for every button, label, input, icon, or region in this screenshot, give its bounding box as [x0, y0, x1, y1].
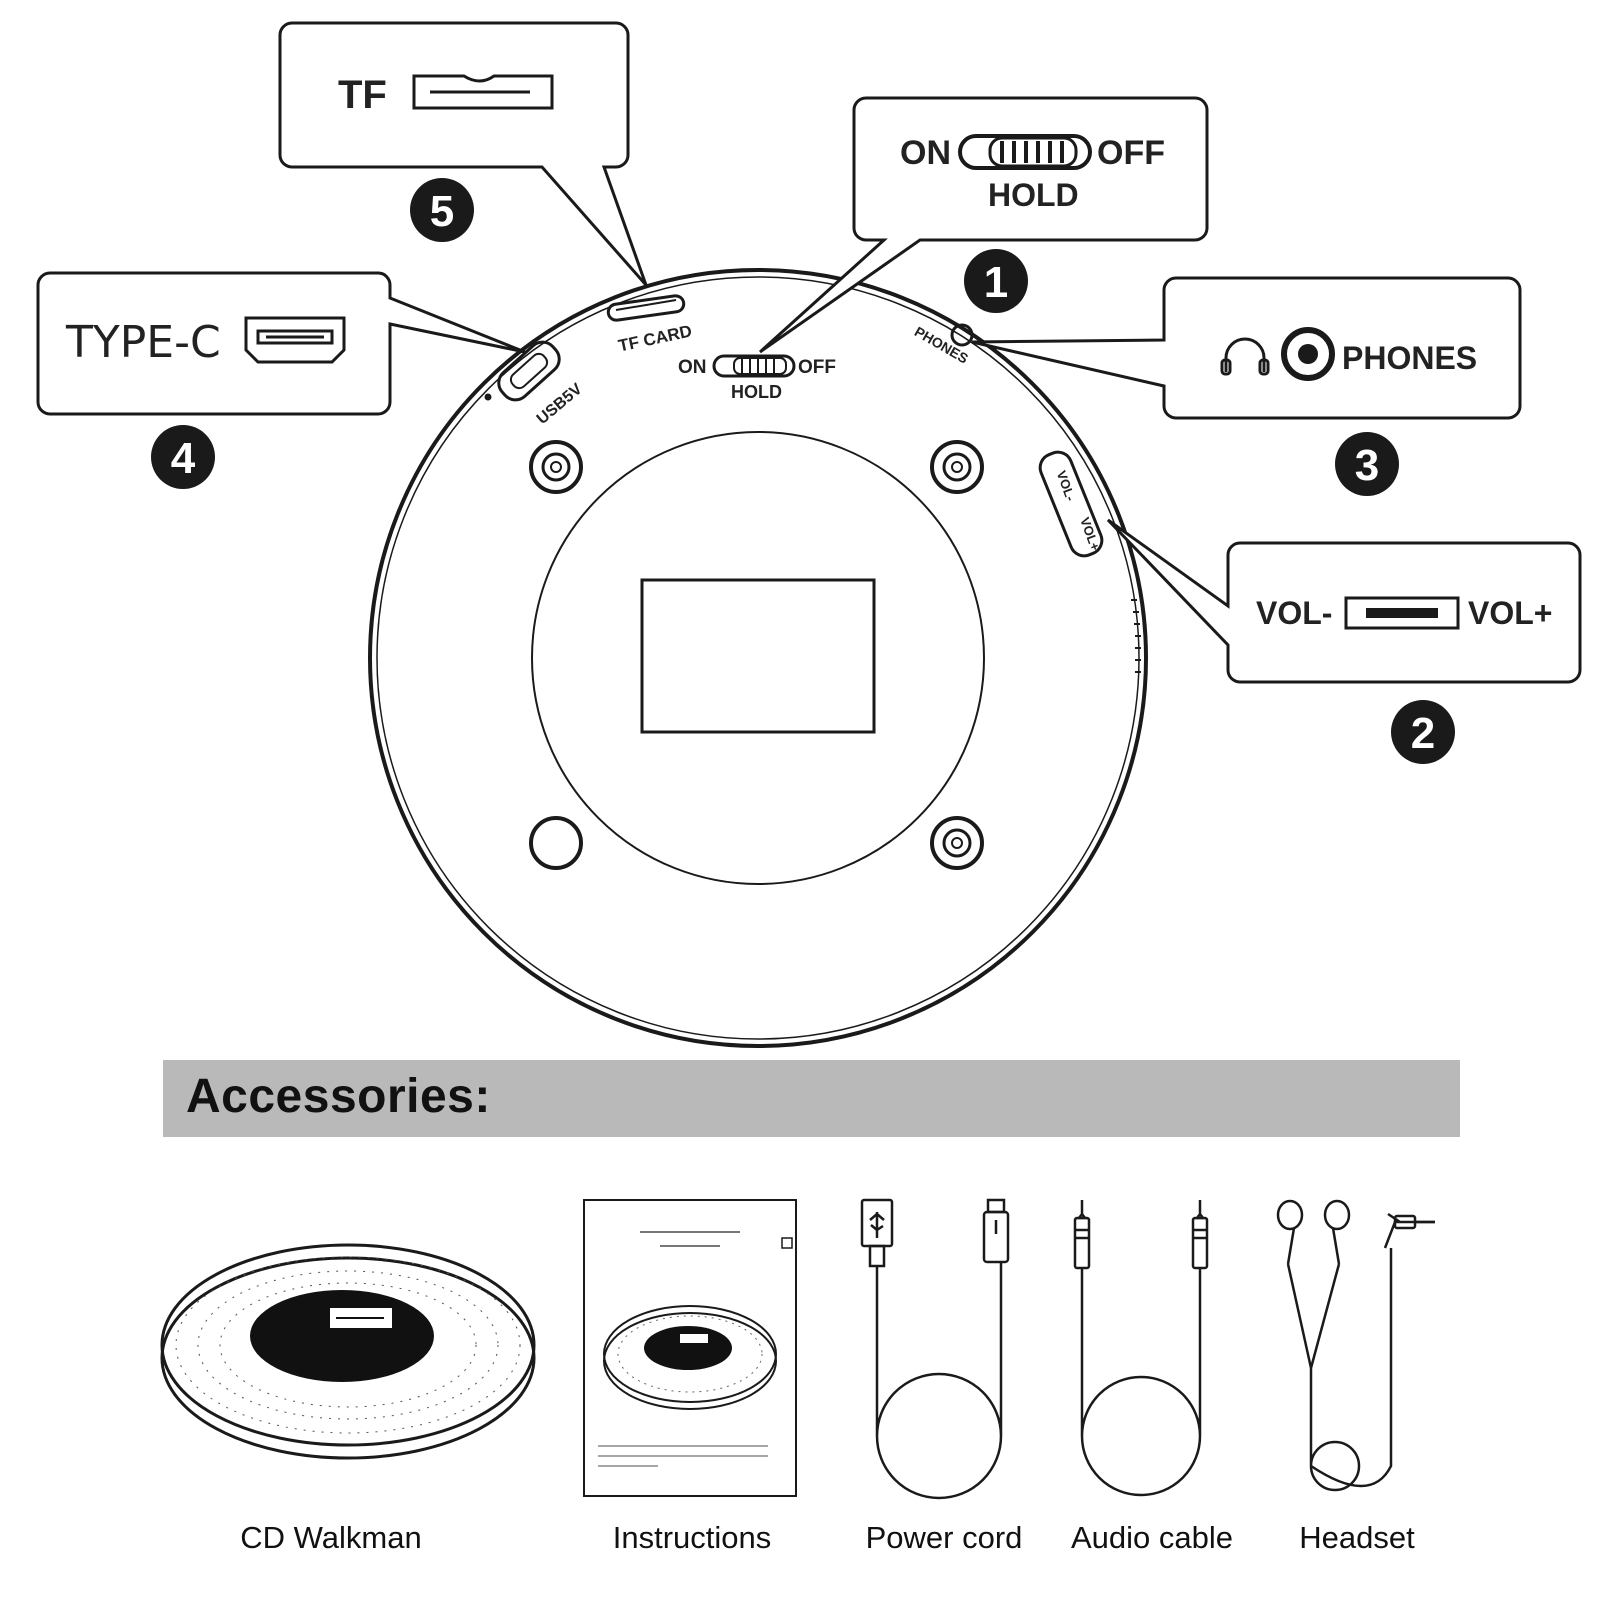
callout-power-switch: ON OFF HOLD 1 — [758, 96, 1209, 354]
device-switch-hold: HOLD — [731, 382, 782, 402]
caption-power-cord: Power cord — [865, 1520, 1023, 1555]
screw-top-left — [529, 440, 583, 494]
device-body — [368, 268, 1148, 1048]
usb-cable-icon — [860, 1198, 1010, 1500]
tf-slot-icon — [412, 74, 554, 110]
caption-audio-cable: Audio cable — [1070, 1520, 1234, 1555]
badge-2: 2 — [1391, 700, 1455, 764]
foot-bottom-left — [529, 816, 583, 870]
accessories-header-bar — [163, 1060, 1460, 1137]
audio-jack-icon — [1281, 327, 1335, 381]
accessories-title: Accessories: — [186, 1070, 491, 1123]
aux-cable-icon — [1073, 1200, 1209, 1497]
device-outer-ring — [368, 268, 1148, 1048]
disc-area — [531, 431, 985, 885]
manual-icon — [583, 1199, 797, 1497]
callout-off-label: OFF — [1097, 134, 1165, 172]
led-dot — [484, 393, 492, 401]
caption-headset: Headset — [1299, 1520, 1415, 1555]
side-grip — [1131, 599, 1141, 673]
badge-3-number: 3 — [1355, 441, 1379, 490]
badge-1: 1 — [964, 249, 1028, 313]
callout-tf: TF 5 — [278, 21, 648, 286]
headphones-icon — [1220, 337, 1270, 376]
caption-instructions: Instructions — [612, 1520, 772, 1555]
callout-phones: PHONES 3 — [971, 276, 1522, 496]
badge-3: 3 — [1335, 432, 1399, 496]
volume-slider-icon — [1344, 596, 1460, 630]
slide-switch-icon — [958, 134, 1092, 170]
callout-type-c: TYPE-C 4 — [36, 271, 526, 489]
callout-type-c-label: TYPE-C — [65, 317, 221, 368]
badge-4-number: 4 — [171, 434, 196, 483]
caption-cd-walkman: CD Walkman — [240, 1520, 422, 1555]
badge-5: 5 — [410, 178, 474, 242]
callout-hold-label: HOLD — [988, 177, 1079, 213]
callout-on-label: ON — [900, 134, 951, 172]
badge-5-number: 5 — [430, 187, 454, 236]
usb-port — [497, 340, 561, 402]
callout-tf-label: TF — [338, 73, 387, 117]
callout-vol-minus-label: VOL- — [1256, 595, 1332, 631]
display-window — [640, 578, 876, 734]
screw-bottom-right — [930, 816, 984, 870]
screw-top-right — [930, 440, 984, 494]
badge-1-number: 1 — [984, 258, 1008, 307]
device-usb-label: USB5V — [534, 380, 586, 428]
callout-volume: VOL- VOL+ 2 — [1106, 518, 1582, 764]
device-switch-off: OFF — [798, 357, 836, 378]
device-hold-switch: ON OFF HOLD — [678, 354, 836, 402]
tf-slot — [606, 294, 686, 322]
device-tf-card-label: TF CARD — [617, 321, 694, 355]
earphones-icon — [1276, 1199, 1435, 1492]
usb-port-inner — [509, 352, 549, 390]
volume-rocker — [1038, 450, 1104, 558]
callout-phones-label: PHONES — [1342, 340, 1477, 376]
badge-2-number: 2 — [1411, 709, 1435, 758]
device-switch-on: ON — [678, 357, 707, 378]
usb-port-icon — [244, 316, 346, 364]
tf-slot-line — [615, 299, 677, 311]
device-inner-ring — [376, 276, 1140, 1040]
phones-jack — [950, 323, 974, 347]
cd-player-icon — [160, 1243, 536, 1460]
badge-4: 4 — [151, 425, 215, 489]
callout-vol-plus-label: VOL+ — [1468, 595, 1552, 631]
